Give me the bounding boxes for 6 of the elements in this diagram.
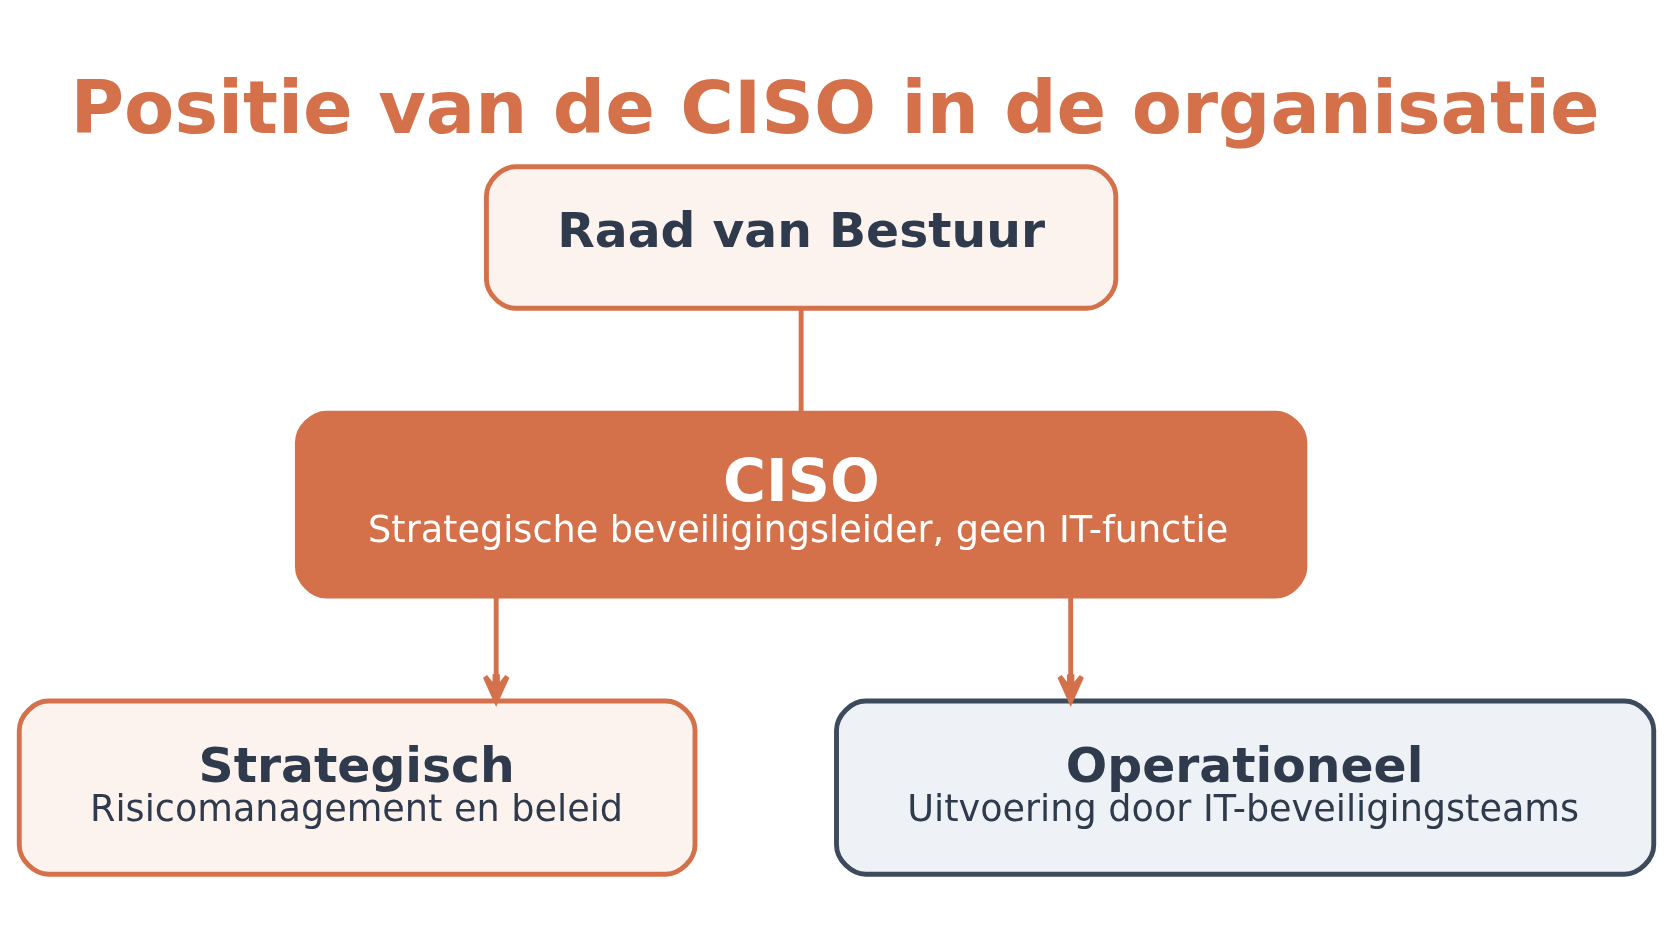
node-box: Operationeel Uitvoering door IT-beveiligingsteams [833, 698, 1656, 877]
connector [798, 307, 804, 412]
diagram-title: Positie van de CISO in de organisatie [69, 64, 1600, 150]
node-box: Raad van Bestuur [483, 163, 1118, 311]
node-box: Strategisch Risicomanagement en beleid [16, 698, 697, 877]
node-box: CISO Strategische beveiligingsleider, geen IT-functie [294, 410, 1307, 599]
